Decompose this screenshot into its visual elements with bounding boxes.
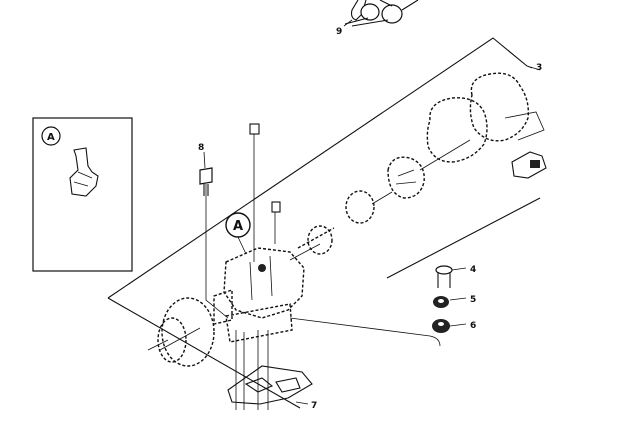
parts-panel-outline — [107, 37, 541, 409]
callout-5: 5 — [470, 295, 476, 305]
detail-marker — [225, 212, 251, 255]
pump-body — [213, 247, 305, 343]
body-detail-letter: A — [233, 219, 243, 234]
shaft-centerline — [159, 139, 471, 351]
motor-end — [147, 297, 215, 367]
callout-9: 9 — [336, 27, 342, 37]
rotor-assembly — [297, 190, 375, 255]
callout-6: 6 — [470, 321, 476, 331]
gasket-7 — [227, 365, 313, 405]
callout-7: 7 — [311, 401, 317, 411]
washer-6 — [432, 319, 450, 333]
bracket-small — [511, 151, 547, 179]
washer-5 — [433, 296, 449, 308]
detail-inset-box — [32, 117, 133, 272]
plug-top — [249, 123, 260, 135]
inset-detail-letter: A — [47, 132, 55, 143]
screw-4 — [435, 265, 453, 288]
callout-8: 8 — [198, 143, 204, 153]
screw-8 — [199, 167, 213, 196]
callout-4: 4 — [470, 265, 476, 275]
gasket-large — [426, 72, 545, 163]
impeller — [387, 156, 425, 199]
top-fitting-parts — [344, 0, 419, 27]
leader-lines — [203, 19, 533, 405]
plug-side — [271, 201, 281, 213]
callout-3: 3 — [536, 63, 542, 73]
vertical-guides — [205, 130, 276, 410]
tube-line — [289, 317, 441, 347]
